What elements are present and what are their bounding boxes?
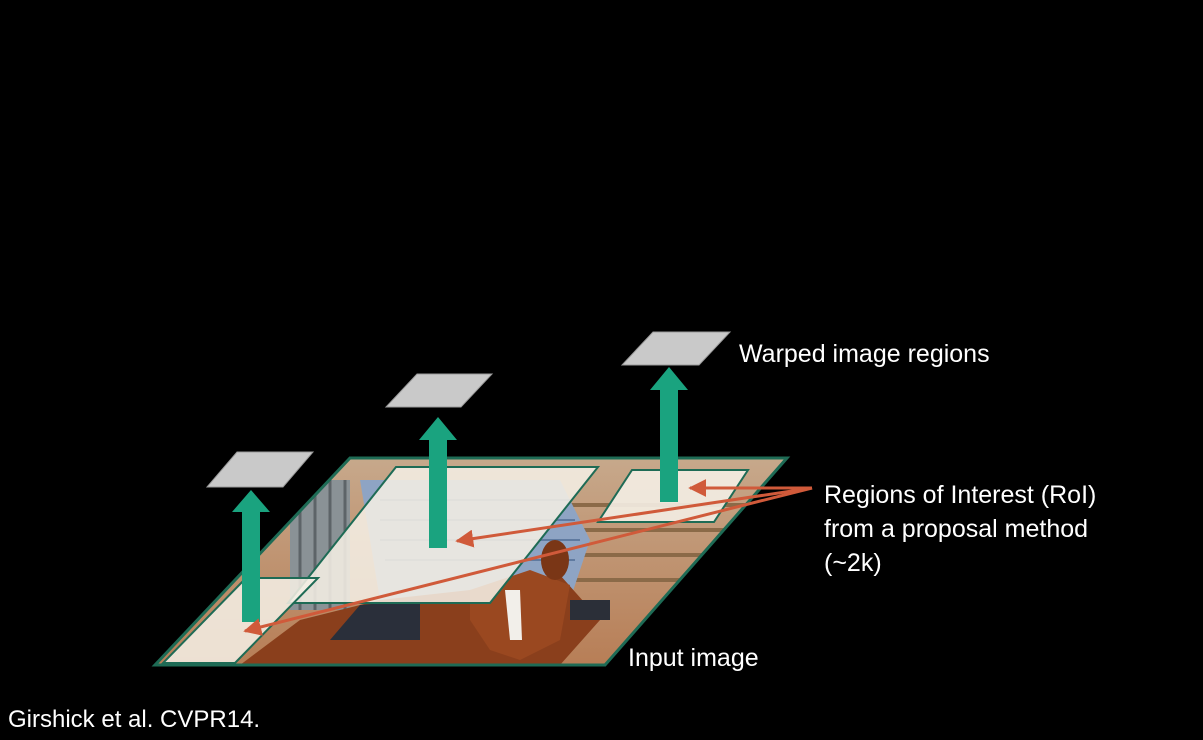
up-arrow-left-icon	[232, 490, 270, 622]
roi-box-left	[160, 577, 321, 664]
roi-label-line1: Regions of Interest (RoI)	[824, 481, 1097, 509]
input-image-label: Input image	[628, 644, 759, 672]
input-image-frame	[151, 456, 791, 667]
citation: Girshick et al. CVPR14.	[8, 706, 261, 733]
roi-pointer-left	[243, 486, 813, 636]
roi-pointers	[243, 479, 813, 636]
warp-arrows	[232, 367, 688, 622]
roi-label-line3: (~2k)	[824, 549, 882, 577]
warped-region-middle	[384, 373, 494, 408]
warped-regions-label: Warped image regions	[739, 340, 990, 368]
up-arrow-right-icon	[650, 367, 688, 502]
up-arrow-middle-icon	[419, 417, 457, 548]
warped-region-right	[620, 331, 732, 366]
roi-label: Regions of Interest (RoI) from a proposa…	[824, 478, 1096, 580]
roi-pointer-middle	[455, 486, 813, 548]
roi-label-line2: from a proposal method	[824, 515, 1089, 543]
warped-region-left	[205, 451, 315, 488]
